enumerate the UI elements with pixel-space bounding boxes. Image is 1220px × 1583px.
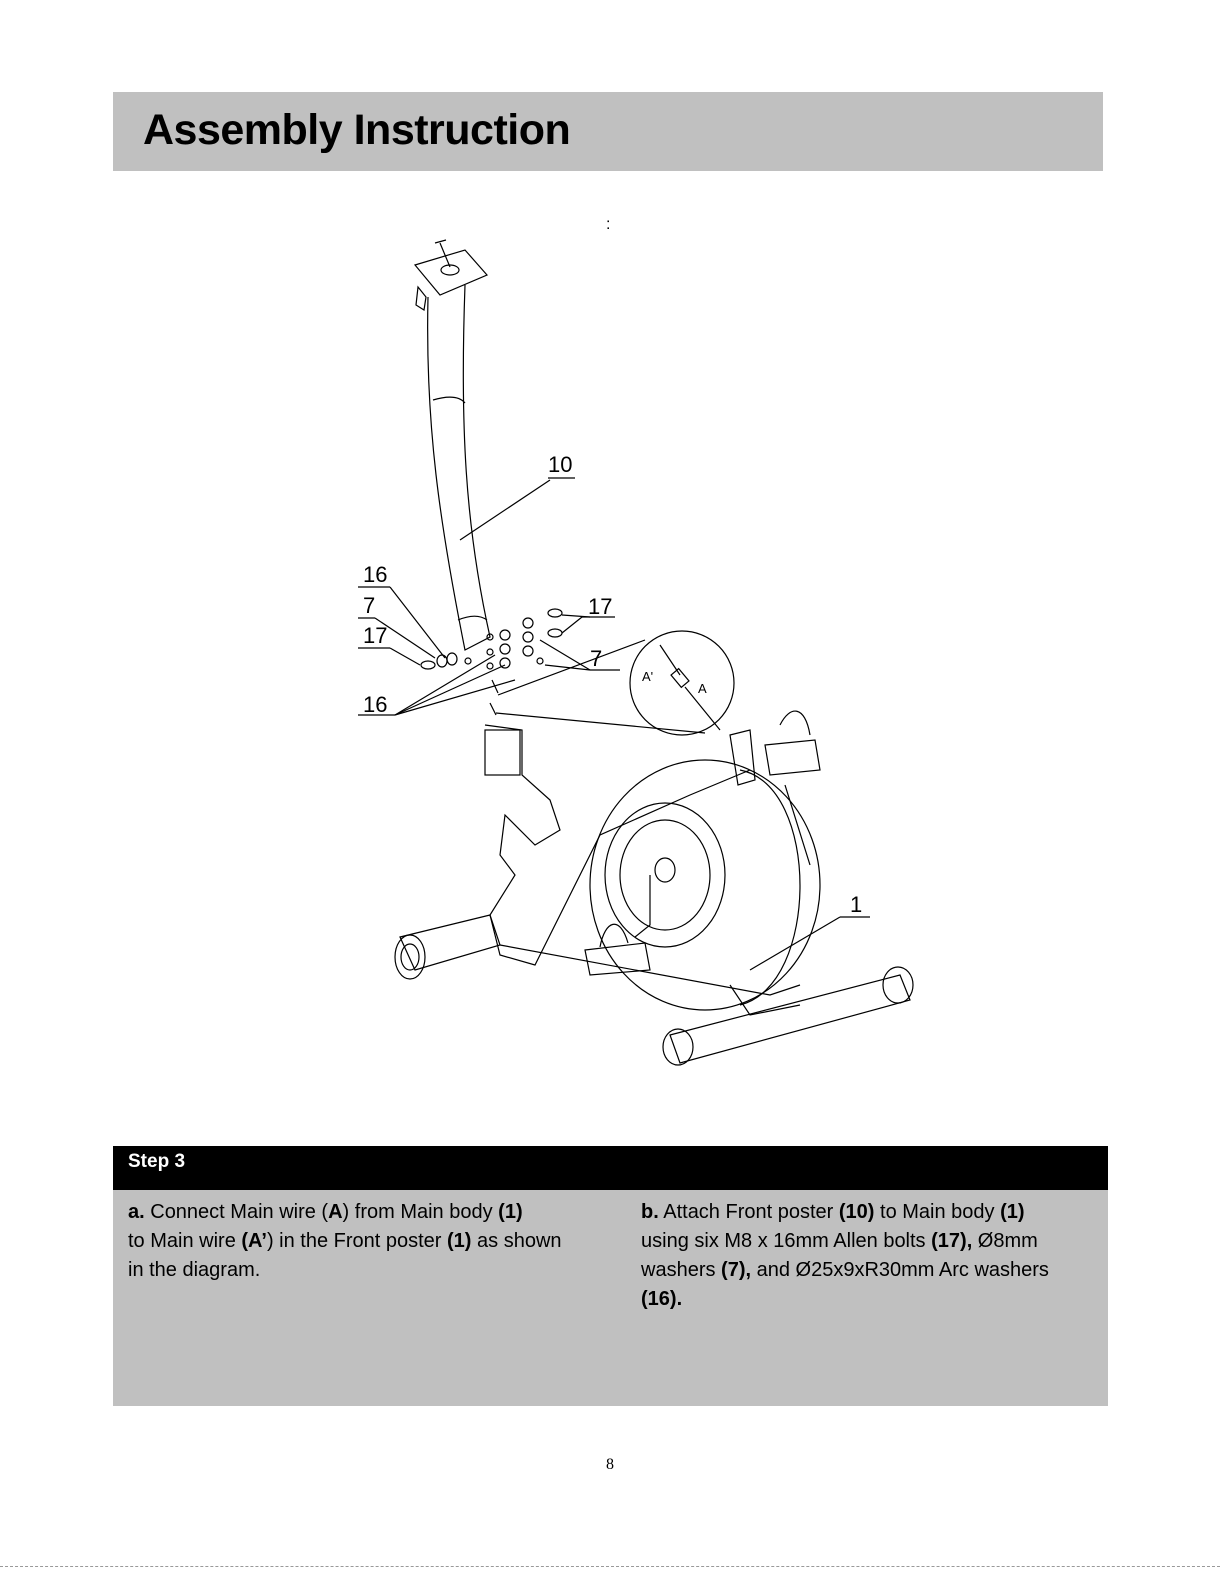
callout-17-right: 17 xyxy=(588,594,612,619)
callout-17-left: 17 xyxy=(363,623,387,648)
post-top-plate xyxy=(413,249,488,296)
instruction-b-text: using six M8 x 16mm Allen bolts xyxy=(641,1230,932,1252)
page-number: 8 xyxy=(606,1456,614,1473)
instruction-a-text: Connect Main wire ( xyxy=(144,1201,329,1223)
instruction-a-ref: (1) xyxy=(447,1230,472,1252)
callout-16-top: 16 xyxy=(363,562,387,587)
pedal-left xyxy=(584,942,651,976)
instruction-b-ref: (17), xyxy=(931,1230,973,1252)
label-wire-a-prime: A' xyxy=(642,669,653,684)
callout-10: 10 xyxy=(548,452,572,477)
instruction-a-text: in the diagram. xyxy=(128,1259,261,1281)
instruction-b-text: Attach Front poster xyxy=(658,1201,839,1223)
callout-1: 1 xyxy=(850,892,862,917)
instruction-b-text: Ø8mm xyxy=(972,1230,1038,1252)
bottom-rule xyxy=(0,1566,1220,1567)
step-body: a. Connect Main wire (A) from Main body … xyxy=(113,1190,1108,1406)
stray-mark: : xyxy=(606,216,611,233)
instruction-a-text: to Main wire xyxy=(128,1230,242,1252)
instruction-a-ref: (1) xyxy=(498,1201,523,1223)
instruction-a-text: as shown xyxy=(471,1230,562,1252)
pedal-right-arm xyxy=(729,729,756,786)
front-post-tube xyxy=(427,284,491,651)
instruction-b: b. Attach Front poster (10) to Main body… xyxy=(641,1198,1101,1314)
instruction-b-ref: (16). xyxy=(641,1288,683,1310)
instruction-a-ref: A xyxy=(328,1201,343,1223)
instruction-b-ref: (10) xyxy=(838,1201,875,1223)
header-band: Assembly Instruction xyxy=(113,92,1103,171)
assembly-diagram: 10 16 7 17 16 17 7 1 A' A xyxy=(300,225,950,1075)
exercise-bike-drawing: 10 16 7 17 16 17 7 1 A' A xyxy=(358,239,914,1066)
front-stabiliser xyxy=(399,914,501,971)
step-header-bar: Step 3 xyxy=(113,1146,1108,1190)
pedal-right xyxy=(764,739,821,776)
callout-7-left: 7 xyxy=(363,593,375,618)
instruction-a-text: ) in the Front poster xyxy=(266,1230,448,1252)
instruction-b-text: washers xyxy=(641,1259,722,1281)
step-label: Step 3 xyxy=(128,1151,186,1172)
instruction-b-text: to Main body xyxy=(874,1201,1001,1223)
callout-7-right: 7 xyxy=(590,646,602,671)
callout-16-bottom: 16 xyxy=(363,692,387,717)
flywheel-housing xyxy=(589,759,821,1011)
main-body-frame xyxy=(484,724,751,966)
instruction-b-ref: (1) xyxy=(1000,1201,1025,1223)
instruction-a-text: ) from Main body xyxy=(342,1201,499,1223)
instruction-a-ref: (A’ xyxy=(241,1230,267,1252)
instruction-b-letter: b. xyxy=(641,1201,659,1223)
instruction-a: a. Connect Main wire (A) from Main body … xyxy=(128,1198,628,1285)
rear-stabiliser xyxy=(669,974,911,1064)
instruction-b-ref: (7), xyxy=(721,1259,752,1281)
page-title: Assembly Instruction xyxy=(143,106,571,154)
instruction-b-text: and Ø25x9xR30mm Arc washers xyxy=(751,1259,1049,1281)
wire-detail-circle xyxy=(629,630,735,736)
label-wire-a: A xyxy=(698,681,707,696)
instruction-a-letter: a. xyxy=(128,1201,145,1223)
